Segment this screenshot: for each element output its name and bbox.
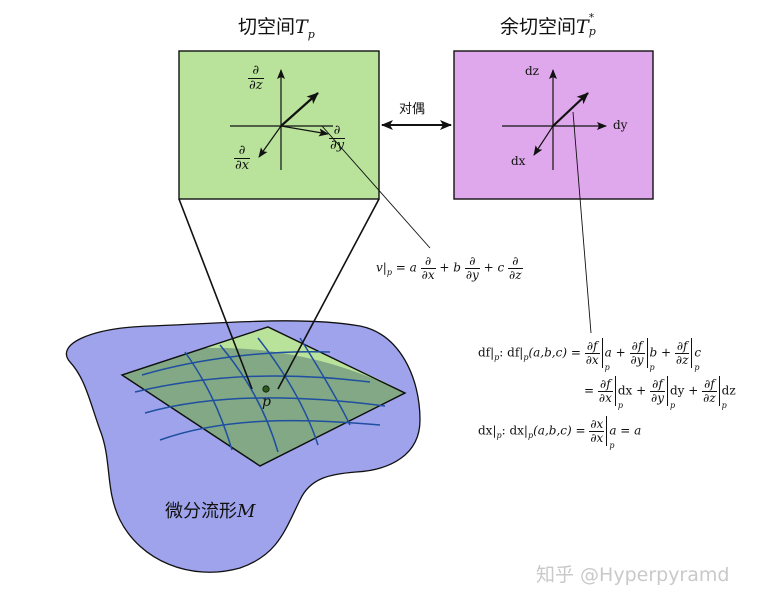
- manifold-label-symbol: M: [237, 501, 256, 522]
- projection-line-left: [178, 198, 253, 390]
- df-colon: : df|: [499, 345, 524, 360]
- df2-eval-p3: p: [721, 401, 727, 410]
- point-p-label: p: [262, 394, 271, 410]
- df-lhs: df|: [478, 345, 495, 360]
- df2-dy-term: dy +: [669, 383, 703, 398]
- projection-line-right: [277, 198, 380, 390]
- df-eq2: =: [584, 383, 598, 398]
- cotangent-space-title: 余切空间T*p: [500, 11, 599, 39]
- cotangent-title-symbol: T: [576, 16, 589, 38]
- coordinate-grid-curves: [134, 337, 386, 453]
- df-eval-p3: p: [694, 363, 700, 372]
- df2-dy-num: ∂f: [650, 378, 665, 392]
- v-eq-a: = a: [391, 260, 417, 275]
- df2-dx-num: ∂f: [597, 378, 613, 392]
- callout-vector-line: [321, 125, 431, 249]
- d-dy-den: ∂y: [330, 137, 345, 153]
- tangent-space-box: [178, 50, 380, 200]
- df-a: a +: [604, 345, 630, 360]
- tangent-axes: [230, 69, 333, 170]
- tangent-plane-edge: [120, 326, 407, 467]
- watermark: 知乎 @Hyperpyramd: [536, 564, 730, 586]
- v-lhs: v|: [376, 260, 387, 275]
- dx-rhs: a = a: [609, 423, 642, 438]
- dx-lhs-sub: p: [496, 430, 502, 440]
- df-dx-num: ∂f: [584, 340, 600, 354]
- v-dx-den: ∂x: [421, 267, 435, 282]
- df2-dz-term: dz: [721, 383, 736, 398]
- cotangent-title-sup: *: [588, 11, 595, 24]
- df2-dy-den: ∂y: [651, 390, 664, 405]
- d-dx-den: ∂x: [235, 157, 250, 173]
- cotangent-title-text: 余切空间: [500, 16, 577, 38]
- v-dz-num: ∂: [508, 255, 523, 269]
- dx-lhs: dx|: [478, 423, 497, 438]
- covector-df: [552, 92, 589, 127]
- df-dz-den: ∂z: [675, 352, 689, 367]
- d-dx-num: ∂: [234, 144, 251, 159]
- duality-label: 对偶: [399, 102, 426, 117]
- df2-dz-num: ∂f: [702, 376, 717, 392]
- dx-colon-sub: p: [527, 430, 534, 440]
- tangent-title-text: 切空间: [238, 16, 296, 38]
- tangent-space-title: 切空间Tp: [238, 12, 315, 41]
- tangent-axis-z-label: ∂∂z: [248, 64, 264, 92]
- dx-eval-p: p: [609, 441, 615, 450]
- df-c: c: [694, 345, 702, 360]
- tangent-title-symbol: T: [295, 16, 308, 38]
- cotangent-axis-z-label: dz: [525, 64, 540, 78]
- v-dx-num: ∂: [420, 255, 436, 269]
- d-dy-num: ∂: [329, 124, 346, 139]
- cotangent-title-sub: p: [588, 25, 596, 38]
- v-dz-den: ∂z: [509, 267, 522, 282]
- v-dy-num: ∂: [464, 255, 480, 269]
- cotangent-axis-y-label: dy: [613, 118, 628, 132]
- df2-dx-den: ∂x: [598, 390, 612, 405]
- tangent-plane-lit: [205, 327, 405, 393]
- tangent-axis-y-label: ∂∂y: [329, 124, 346, 153]
- v-plus-b: + b: [435, 260, 461, 275]
- df-dx-den: ∂x: [585, 352, 599, 367]
- point-p: [262, 385, 270, 393]
- v-dy-den: ∂y: [465, 267, 479, 282]
- df2-eval-p1: p: [617, 401, 623, 410]
- cotangent-axis-x-label: dx: [511, 154, 526, 168]
- df-eval-p1: p: [604, 363, 610, 372]
- callout-covector-line: [572, 111, 592, 334]
- df2-dx-term: dx +: [617, 383, 650, 398]
- vector-formula: v|p = a ∂∂x + b ∂∂y + c ∂∂z: [376, 255, 523, 281]
- df-args: (a,b,c) =: [528, 345, 585, 360]
- dx-dx-den: ∂x: [590, 430, 604, 445]
- dx-dx-num: ∂x: [589, 416, 605, 432]
- df-dy-den: ∂y: [630, 352, 644, 367]
- df-dy-num: ∂f: [629, 340, 645, 354]
- manifold-label: 微分流形M: [165, 497, 255, 523]
- tangent-title-sub: p: [307, 27, 315, 41]
- tangent-vector-v: [280, 92, 319, 127]
- d-dz-den: ∂z: [249, 77, 263, 93]
- df-lhs-sub: p: [494, 352, 500, 362]
- d-dz-num: ∂: [248, 64, 264, 79]
- df2-eval-p2: p: [669, 401, 676, 410]
- df-eval-p2: p: [649, 363, 655, 372]
- v-lhs-sub: p: [386, 267, 392, 277]
- df-b: b +: [649, 345, 675, 360]
- df-colon-sub: p: [523, 352, 529, 362]
- tangent-axis-x-label: ∂∂x: [234, 144, 251, 173]
- dx-args: (a,b,c) =: [533, 423, 590, 438]
- dx-colon: : dx|: [501, 423, 528, 438]
- v-plus-c: + c: [479, 260, 505, 275]
- df2-dz-den: ∂z: [703, 390, 716, 405]
- manifold-label-text: 微分流形: [165, 501, 237, 522]
- df-dz-num: ∂f: [674, 338, 690, 354]
